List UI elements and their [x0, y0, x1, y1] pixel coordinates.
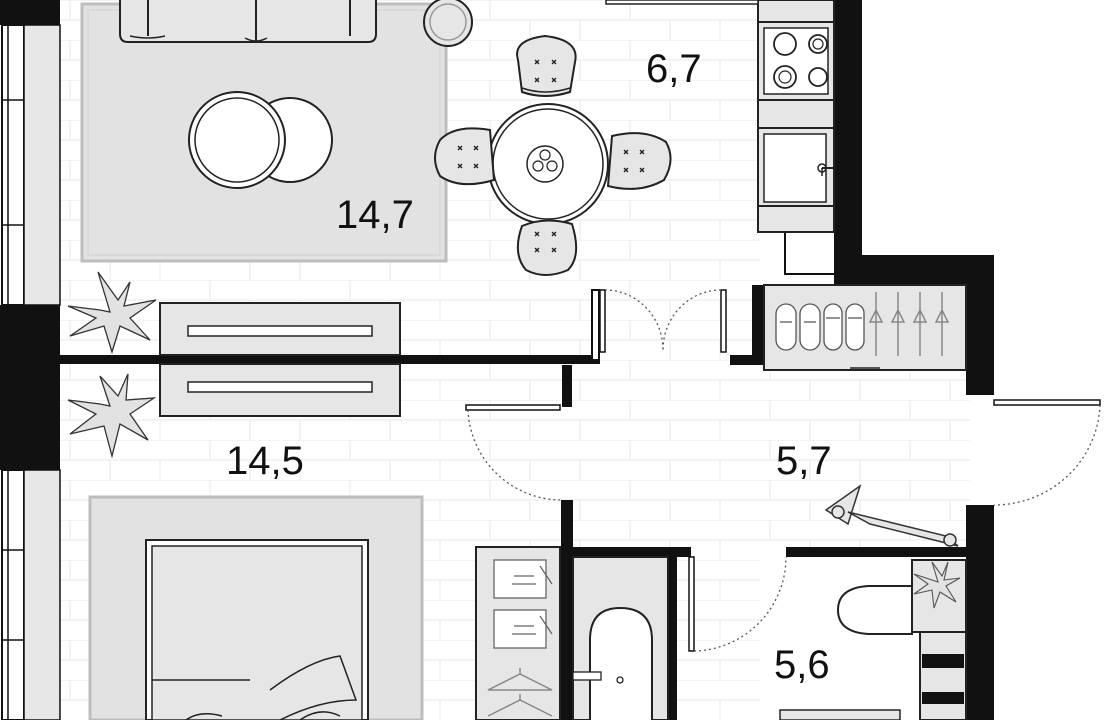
area-label-living-room: 14,7: [336, 193, 414, 237]
sofa: [119, 0, 377, 43]
plant-icon: [913, 561, 961, 609]
area-label-hallway: 5,7: [776, 439, 832, 483]
sideboard-living: [159, 302, 401, 356]
bath-wall-top-a: [561, 547, 691, 557]
entry-wardrobe: [763, 284, 967, 371]
door-bedroom: [465, 404, 561, 501]
left-wall-mid: [0, 305, 60, 470]
coffee-tables: [188, 91, 333, 189]
bath-cabinet: [919, 631, 967, 720]
dining-chair-right: [606, 132, 672, 190]
area-label-bathroom: 5,6: [774, 643, 830, 687]
wall-block-right-vert: [966, 255, 994, 395]
kitchen-wall-right: [834, 0, 862, 258]
area-label-bedroom: 14,5: [226, 439, 304, 483]
area-label-kitchen: 6,7: [646, 47, 702, 91]
top-shelf: [605, 0, 759, 5]
slippers-icon: [775, 303, 865, 351]
bath-wall-top-b: [786, 547, 966, 557]
bath-divider: [668, 557, 677, 720]
left-wall-top: [0, 0, 60, 25]
dining-table: [487, 103, 609, 225]
hangers-icon: [487, 668, 553, 717]
kitchen-counter-bottom: [757, 205, 835, 233]
window-left-lower: [1, 469, 61, 720]
partition-stub-vertical: [591, 289, 600, 361]
hall-wall-left-foot: [730, 355, 764, 365]
scooter-icon: [824, 484, 959, 547]
chair-tufting: [457, 59, 645, 253]
cooktop-icon: [757, 21, 835, 101]
dining-chair-top: [516, 34, 577, 97]
shirt-icon: [493, 559, 553, 649]
hangers-icon: [868, 292, 950, 356]
dining-chair-bottom: [516, 219, 578, 276]
entry-wall-lower: [966, 505, 994, 720]
bathtub-icon: [572, 556, 669, 720]
plant-icon: [67, 271, 157, 355]
dining-chair-left: [434, 127, 496, 186]
sink-icon: [757, 127, 835, 207]
sideboard-bedroom: [159, 363, 401, 417]
door-bathroom: [688, 556, 787, 652]
toilet-icon: [836, 559, 967, 635]
kitchen-counter-mid: [757, 99, 835, 129]
entry-door: [993, 399, 1101, 506]
double-door-living: [599, 289, 727, 353]
hall-wall-under-kitchen: [784, 231, 836, 275]
hall-partition-stub: [562, 365, 572, 407]
bath-vanity-bottom: [779, 709, 901, 720]
partition-wall-horizontal: [60, 355, 600, 364]
hall-wall-left-post: [752, 285, 764, 365]
bath-wall-left: [561, 500, 573, 720]
side-table-round: [423, 0, 473, 47]
window-left-upper: [1, 24, 61, 306]
bed: [145, 539, 369, 720]
kitchen-counter-top: [757, 0, 835, 23]
plant-icon: [67, 373, 157, 459]
floor-hall: [560, 360, 970, 550]
